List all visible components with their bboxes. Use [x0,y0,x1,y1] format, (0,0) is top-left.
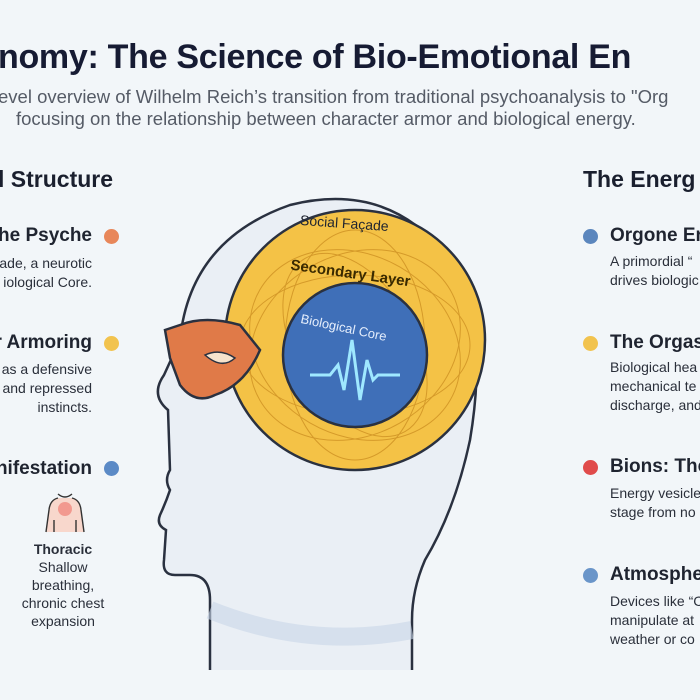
torso-icon [45,493,85,533]
left-item-heading: nifestation [0,458,92,479]
left-item-heading: r Armoring [0,332,92,353]
right-item-heading: Bions: The [610,456,700,477]
left-item-text: ade, a neurotic iological Core. [0,254,92,292]
text-line: as a defensive [1,361,92,377]
thoracic-label: Thoracic [33,541,93,557]
right-item-text: Biological hea mechanical te discharge, … [610,358,700,415]
text-line: weather or co [610,631,695,647]
text-line: chronic chest [21,595,105,611]
red-dot-icon [583,460,598,475]
right-item-text: Devices like “C manipulate at weather or… [610,592,700,649]
subtitle-line-1: evel overview of Wilhelm Reich’s transit… [0,86,669,107]
text-line: mechanical te [610,378,697,394]
right-section-title: The Energ [583,166,696,192]
yellow-dot-icon [583,336,598,351]
right-item-text: Energy vesicle stage from no [610,484,700,522]
right-item-text: A primordial “ drives biologic [610,252,699,290]
right-item-heading: The Orgas [610,332,700,353]
text-line: manipulate at [610,612,695,628]
right-item-heading: Orgone En [610,225,700,246]
thoracic-description: Thoracic Shallow breathing, chronic ches… [8,540,118,630]
left-item-heading: the Psyche [0,225,92,246]
subtitle-line-2: focusing on the relationship between cha… [16,108,636,129]
blue-dot-icon [583,229,598,244]
blue-dot-icon [583,568,598,583]
text-line: and repressed [2,380,92,396]
text-line: A primordial “ [610,253,693,269]
pulse-wave-icon [310,339,400,401]
text-line: iological Core. [3,274,92,290]
text-line: Devices like “C [610,593,700,609]
text-line: Shallow [38,559,88,575]
text-line: expansion [31,613,95,629]
text-line: stage from no [610,504,696,520]
left-section-title: l Structure [0,166,114,192]
blue-dot-icon [104,461,119,476]
orange-dot-icon [104,229,119,244]
text-line: discharge, and [610,397,700,413]
right-item-heading: Atmosphe [610,564,700,585]
left-item-text: as a defensive and repressed instincts. [2,360,92,417]
head-diagram [156,197,487,670]
text-line: Energy vesicle [610,485,700,501]
text-line: breathing, [31,577,95,593]
text-line: instincts. [37,399,92,415]
text-line: Biological hea [610,359,698,375]
page-title: nomy: The Science of Bio-Emotional En [0,38,632,76]
text-line: drives biologic [610,272,699,288]
yellow-dot-icon [104,336,119,351]
text-line: ade, a neurotic [0,255,92,271]
